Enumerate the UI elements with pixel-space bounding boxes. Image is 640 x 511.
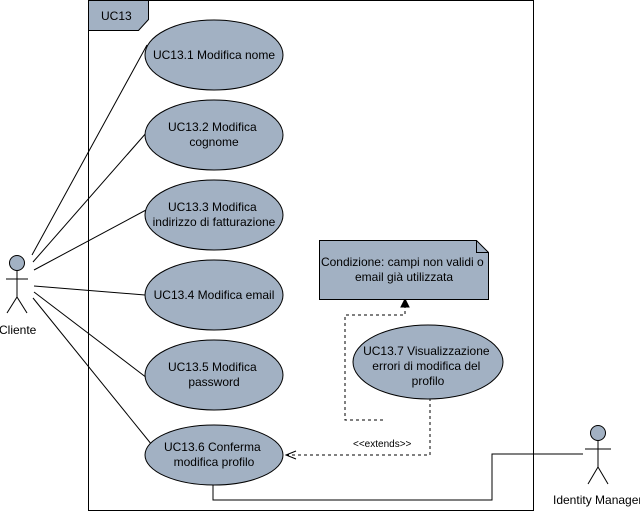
use-case-uc13-7-line-2: errori di modifica del — [372, 359, 480, 373]
condition-note-shape — [319, 240, 489, 300]
extends-label: <<extends>> — [353, 439, 412, 450]
actor-identity-manager-head — [590, 425, 606, 441]
use-case-uc13-1[interactable]: UC13.1 Modifica nome — [144, 19, 284, 91]
use-case-uc13-1-shape — [144, 19, 284, 91]
use-case-uc13-6-shape — [144, 424, 284, 486]
use-case-uc13-7-line-1: UC13.7 Visualizzazione — [363, 344, 490, 358]
use-case-uc13-6[interactable]: UC13.6 Conferma modifica profilo — [144, 424, 284, 486]
extends-arrow-line — [287, 398, 431, 456]
association-cliente-uc13-3 — [33, 209, 147, 271]
association-cliente-uc13-4 — [33, 285, 146, 296]
association-cliente-uc13-6 — [32, 297, 153, 446]
use-case-uc13-2[interactable]: UC13.2 Modifica cognome — [144, 99, 284, 171]
use-case-uc13-7-line-3: profilo — [412, 374, 445, 388]
use-case-uc13-1-line-1: UC13.1 Modifica nome — [153, 48, 275, 62]
actor-identity-manager[interactable]: Identity Manager — [553, 425, 640, 508]
use-case-uc13-2-line-2: cognome — [189, 135, 239, 149]
use-case-uc13-3[interactable]: UC13.3 Modifica indirizzo di fatturazion… — [144, 179, 284, 251]
association-cliente-uc13-5 — [33, 291, 148, 379]
condition-note: Condizione: campi non validi o email già… — [319, 240, 489, 300]
actor-cliente-label: Cliente — [0, 323, 37, 337]
note-anchor — [344, 297, 410, 421]
use-case-uc13-6-line-1: UC13.6 Conferma — [164, 440, 261, 454]
actor-identity-manager-left-leg — [587, 466, 599, 485]
actor-identity-manager-right-leg — [597, 466, 609, 485]
use-case-uc13-4[interactable]: UC13.4 Modifica email — [144, 259, 284, 331]
actor-cliente-right-leg — [16, 296, 28, 314]
association-cliente-uc13-1 — [31, 44, 148, 256]
use-case-uc13-5[interactable]: UC13.5 Modifica password — [144, 339, 284, 411]
use-case-uc13-3-line-1: UC13.3 Modifica — [168, 200, 257, 214]
use-case-uc13-5-label: UC13.5 Modifica password — [168, 360, 260, 389]
cliente-associations — [31, 44, 153, 446]
association-identity-manager-uc13-6 — [212, 453, 583, 501]
actor-cliente[interactable]: Cliente — [0, 255, 37, 338]
condition-note-text: Condizione: campi non validi o email già… — [321, 255, 487, 284]
condition-note-line-1: Condizione: campi non validi o — [321, 255, 484, 269]
note-anchor-arrowhead — [400, 297, 410, 308]
condition-note-line-2: email già utilizzata — [355, 270, 453, 284]
use-case-uc13-7-label: UC13.7 Visualizzazione errori di modific… — [363, 344, 493, 388]
extends-relation: <<extends>> — [284, 398, 431, 460]
use-case-uc13-3-line-2: indirizzo di fatturazione — [153, 215, 276, 229]
use-case-uc13-4-shape — [144, 259, 284, 331]
use-case-uc13-5-shape — [144, 339, 284, 411]
actor-cliente-head — [9, 255, 25, 271]
use-case-uc13-7-shape — [352, 324, 504, 400]
use-case-uc13-2-shape — [144, 99, 284, 171]
association-cliente-uc13-2 — [32, 131, 148, 263]
actor-cliente-left-leg — [6, 296, 18, 314]
actor-identity-manager-label: Identity Manager — [553, 493, 640, 507]
system-boundary-label: UC13 — [101, 9, 132, 23]
condition-note-fold — [476, 240, 489, 253]
use-case-uc13-4-label: UC13.4 Modifica email — [154, 288, 275, 302]
use-case-uc13-1-label: UC13.1 Modifica nome — [153, 48, 275, 62]
use-case-uc13-2-label: UC13.2 Modifica cognome — [168, 120, 260, 149]
note-anchor-line — [344, 306, 406, 421]
use-case-uc13-5-line-2: password — [188, 375, 239, 389]
use-case-uc13-6-label: UC13.6 Conferma modifica profilo — [164, 440, 264, 469]
use-case-uc13-3-shape — [144, 179, 284, 251]
actor-cliente-figure — [6, 255, 28, 314]
use-case-uc13-4-line-1: UC13.4 Modifica email — [154, 288, 275, 302]
system-boundary-tab — [88, 0, 149, 31]
use-case-uc13-5-line-1: UC13.5 Modifica — [168, 360, 257, 374]
use-case-uc13-3-label: UC13.3 Modifica indirizzo di fatturazion… — [153, 200, 276, 229]
use-case-uc13-6-line-2: modifica profilo — [174, 455, 255, 469]
extends-arrowhead — [284, 450, 297, 460]
use-case-uc13-2-line-1: UC13.2 Modifica — [168, 120, 257, 134]
actor-identity-manager-figure — [585, 425, 611, 485]
use-case-uc13-7[interactable]: UC13.7 Visualizzazione errori di modific… — [352, 324, 504, 400]
